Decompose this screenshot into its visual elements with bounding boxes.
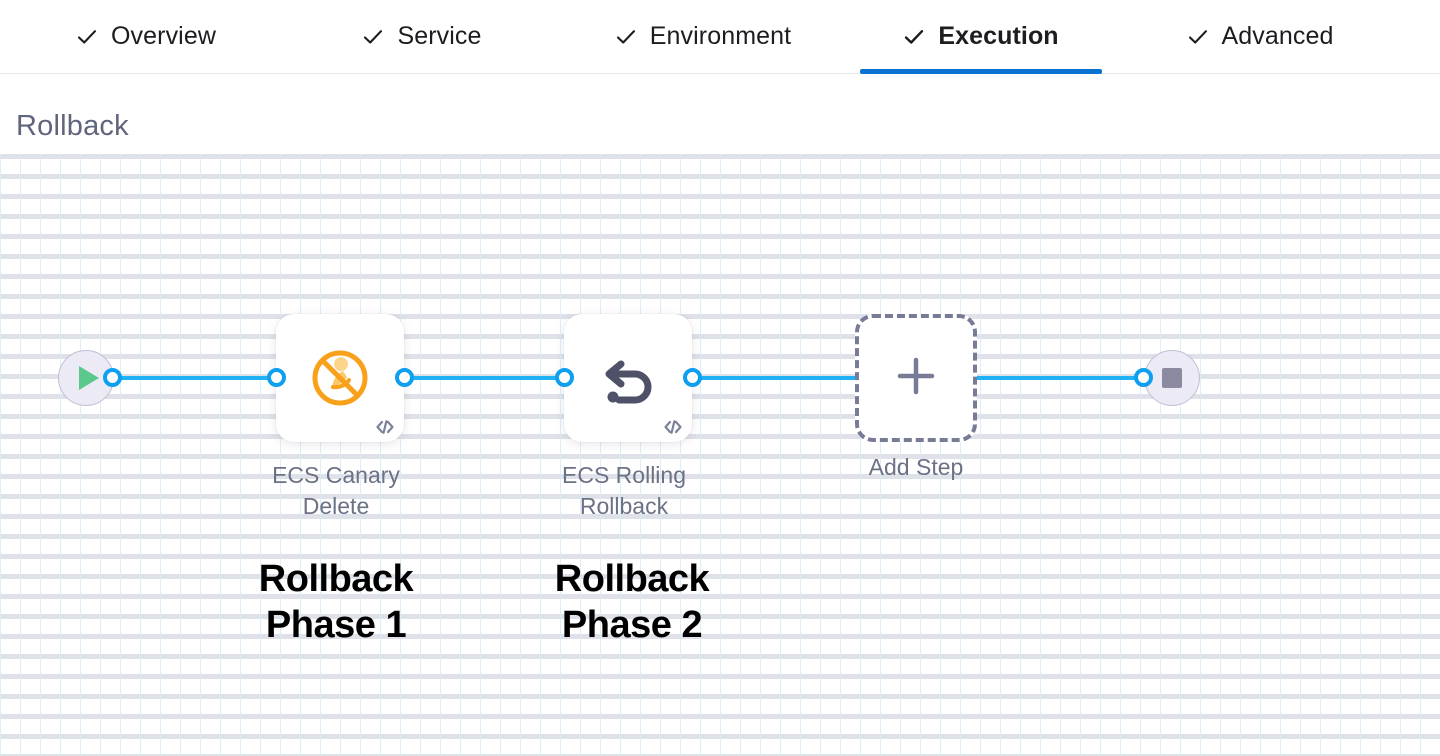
- port-canary-in[interactable]: [267, 368, 286, 387]
- section-title: Rollback: [16, 110, 129, 142]
- tab-service[interactable]: Service: [332, 0, 512, 74]
- check-icon: [615, 26, 637, 48]
- step-label-ecs-rolling-rollback: ECS Rolling Rollback: [562, 462, 686, 519]
- connector-addstep-to-end: [972, 376, 1148, 380]
- plus-icon: [892, 352, 940, 405]
- port-rollback-in[interactable]: [555, 368, 574, 387]
- port-start-out[interactable]: [103, 368, 122, 387]
- stage-tab-bar: Overview Service Environment: [0, 0, 1440, 74]
- step-node-ecs-canary-delete[interactable]: [276, 314, 404, 442]
- connector-canary-to-rollback: [398, 376, 573, 380]
- step-label-ecs-canary-delete: ECS Canary Delete: [272, 462, 400, 519]
- section-title-band: [0, 74, 1440, 154]
- pipeline-graph: ECS Canary Delete: [0, 74, 1440, 756]
- port-rollback-out[interactable]: [683, 368, 702, 387]
- tab-environment-label: Environment: [649, 22, 792, 50]
- tab-environment[interactable]: Environment: [583, 0, 823, 74]
- pipeline-canvas[interactable]: Rollback: [0, 74, 1440, 756]
- tab-underline: [583, 69, 823, 74]
- tab-underline: [46, 69, 246, 74]
- tab-advanced[interactable]: Advanced: [1155, 0, 1365, 74]
- connector-rollback-to-addstep: [686, 376, 866, 380]
- rollback-arrow-icon: [564, 314, 692, 442]
- connector-start-to-canary: [110, 376, 290, 380]
- code-icon: [375, 418, 395, 436]
- ecs-canary-delete-icon: [276, 314, 404, 442]
- play-icon: [78, 366, 99, 390]
- tab-underline: [1155, 69, 1365, 74]
- add-step-label: Add Step: [868, 454, 964, 480]
- tab-execution-label: Execution: [938, 22, 1059, 50]
- annotation-rollback-phase-2: Rollback Phase 2: [554, 558, 710, 647]
- tab-active-underline: [860, 68, 1102, 74]
- step-node-ecs-rolling-rollback[interactable]: [564, 314, 692, 442]
- tab-service-label: Service: [397, 22, 482, 50]
- tab-overview-label: Overview: [111, 22, 216, 50]
- check-icon: [76, 26, 98, 48]
- tab-overview[interactable]: Overview: [46, 0, 246, 74]
- annotation-rollback-phase-1: Rollback Phase 1: [258, 558, 414, 647]
- check-icon: [362, 26, 384, 48]
- port-end-in[interactable]: [1134, 368, 1153, 387]
- code-icon: [663, 418, 683, 436]
- end-node[interactable]: [1144, 350, 1200, 406]
- stop-icon: [1162, 368, 1182, 388]
- tab-execution[interactable]: Execution: [860, 0, 1102, 74]
- add-step-button[interactable]: [855, 314, 977, 442]
- check-icon: [1187, 26, 1209, 48]
- check-icon: [903, 26, 925, 48]
- tab-advanced-label: Advanced: [1221, 22, 1334, 50]
- tab-underline: [332, 69, 512, 74]
- port-canary-out[interactable]: [395, 368, 414, 387]
